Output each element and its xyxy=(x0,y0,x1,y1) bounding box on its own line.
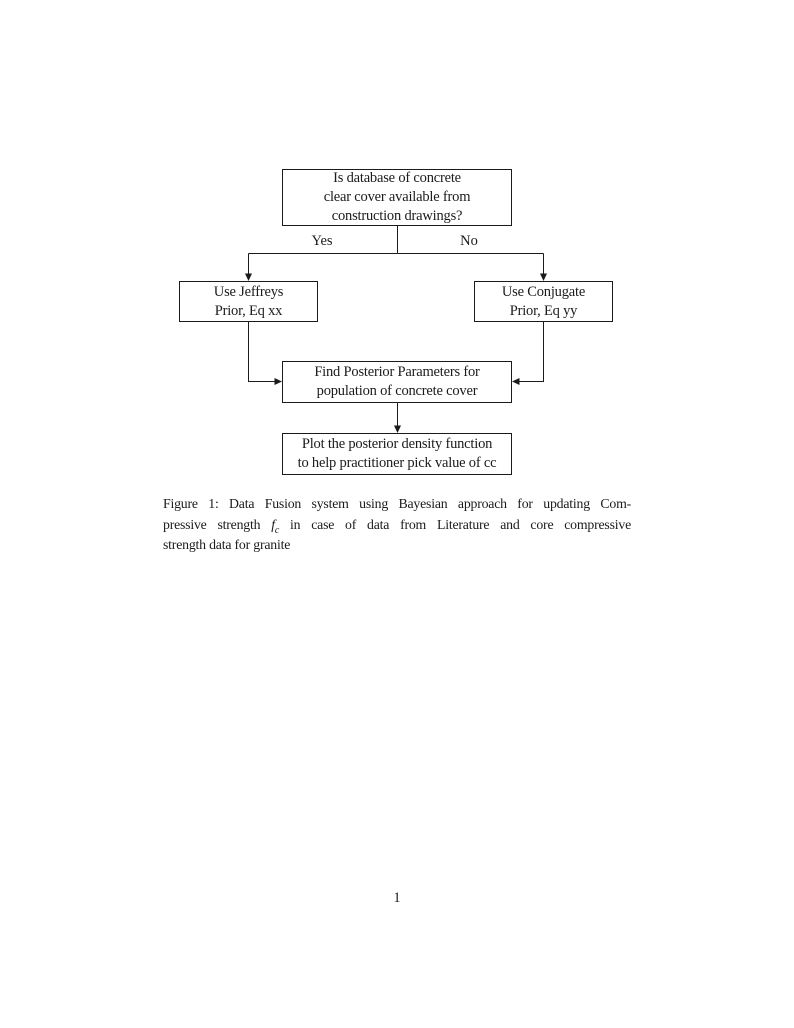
caption-line-1: Figure 1: Data Fusion system using Bayes… xyxy=(163,496,631,511)
arrowhead-yes-down xyxy=(245,273,252,281)
node-decision-line-2: clear cover available from xyxy=(323,189,471,205)
caption-line-2: pressive strength fc in case of data fro… xyxy=(163,515,631,536)
node-jeffreys-line-2: Prior, Eq xx xyxy=(214,302,283,319)
math-subscript-c: c xyxy=(274,524,280,536)
math-variable-f: f xyxy=(271,516,275,532)
node-decision-line-1: Is database of concrete xyxy=(333,170,461,186)
node-jeffreys-prior: Use Jeffreys Prior, Eq xx xyxy=(179,281,318,322)
node-decision-line-3: construction drawings? xyxy=(331,208,463,224)
node-conjugate-line-2: Prior, Eq yy xyxy=(509,302,578,319)
caption-line-2-post: in case of data from Literature and core… xyxy=(290,516,632,532)
node-posterior-line-2: population of concrete cover xyxy=(316,383,478,399)
figure-caption: Figure 1: Data Fusion system using Bayes… xyxy=(163,494,631,556)
caption-line-3: strength data for granite xyxy=(163,537,291,552)
connector-jeffreys-to-posterior xyxy=(248,322,275,382)
edge-label-no: No xyxy=(460,233,478,249)
arrowhead-conjugate-to-posterior xyxy=(512,378,520,385)
edge-label-yes: Yes xyxy=(311,233,333,249)
caption-line-2-pre: pressive strength xyxy=(163,516,261,532)
arrowhead-posterior-to-plot xyxy=(394,425,401,433)
connector-conjugate-to-posterior xyxy=(519,322,544,382)
node-posterior-line-1: Find Posterior Parameters for xyxy=(314,364,480,380)
node-jeffreys-line-1: Use Jeffreys xyxy=(213,283,284,300)
node-decision-database-available: Is database of concrete clear cover avai… xyxy=(282,169,512,226)
node-conjugate-prior: Use Conjugate Prior, Eq yy xyxy=(474,281,613,322)
math-symbol-fc: fc xyxy=(271,516,280,536)
page-number: 1 xyxy=(393,890,401,906)
arrowhead-no-down xyxy=(540,273,547,281)
node-plot-line-2: to help practitioner pick value of cc xyxy=(297,455,497,471)
node-plot-line-1: Plot the posterior density function xyxy=(301,436,493,452)
arrowhead-jeffreys-to-posterior xyxy=(274,378,282,385)
node-conjugate-line-1: Use Conjugate xyxy=(501,283,586,300)
node-plot-posterior-density: Plot the posterior density function to h… xyxy=(282,433,512,475)
node-find-posterior-parameters: Find Posterior Parameters for population… xyxy=(282,361,512,403)
